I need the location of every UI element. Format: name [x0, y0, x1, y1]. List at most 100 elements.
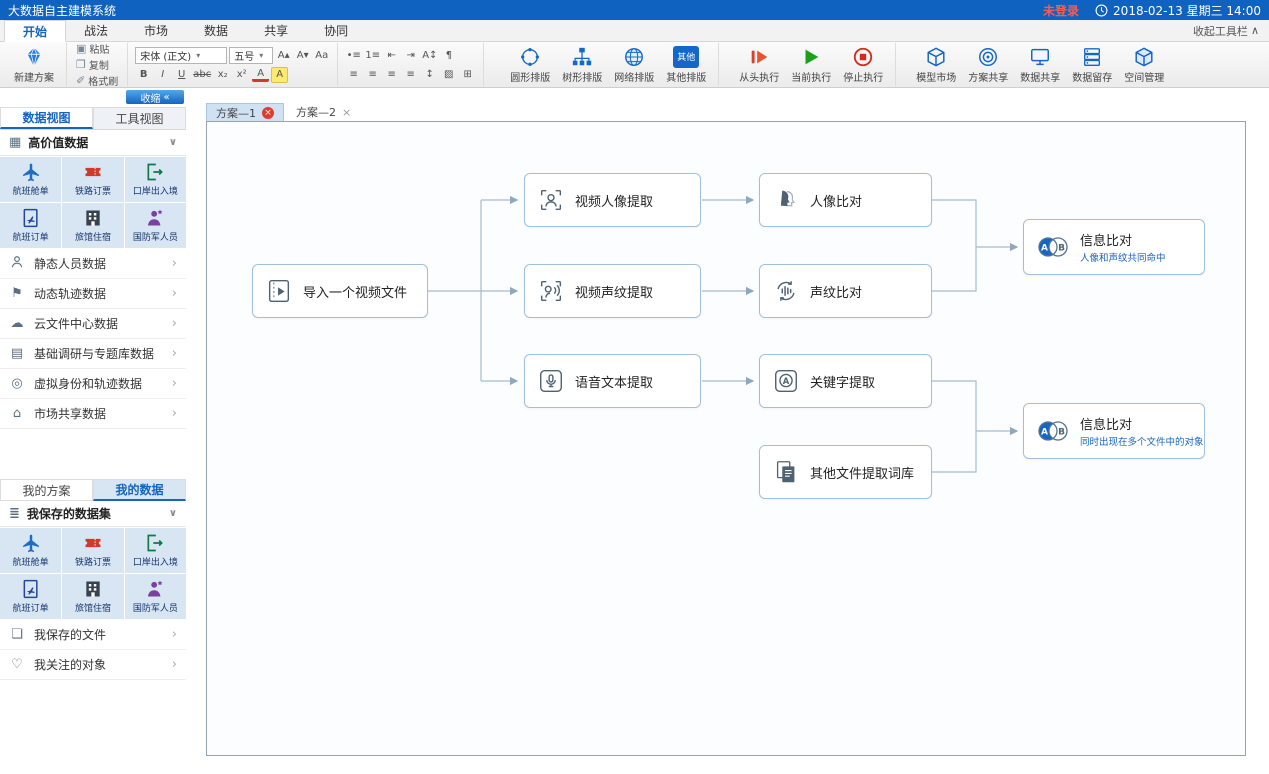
- flow-node-face-extract[interactable]: 视频人像提取: [524, 173, 701, 227]
- highlight-button[interactable]: A: [271, 66, 289, 83]
- flow-node-speech-text-extract[interactable]: 语音文本提取: [524, 354, 701, 408]
- category-market-shared[interactable]: ⌂ 市场共享数据 ›: [0, 399, 186, 429]
- tab-tool-view[interactable]: 工具视图: [93, 107, 186, 129]
- bold-button[interactable]: B: [139, 69, 148, 80]
- subscript-button[interactable]: x₂: [217, 69, 228, 80]
- change-case-button[interactable]: Aa: [315, 49, 329, 61]
- strikethrough-button[interactable]: abc: [193, 69, 212, 80]
- stop-execution-button[interactable]: 停止执行: [838, 44, 888, 86]
- paste-button[interactable]: ▣粘贴: [76, 42, 110, 56]
- plan-share-button[interactable]: 方案共享: [963, 44, 1013, 86]
- category-cloud-file-center[interactable]: ☁ 云文件中心数据 ›: [0, 309, 186, 339]
- close-tab-icon[interactable]: ×: [342, 105, 352, 119]
- flow-node-other-files-lexicon[interactable]: 其他文件提取词库: [759, 445, 932, 499]
- align-center-button[interactable]: ≡: [368, 68, 377, 80]
- decrease-font-button[interactable]: A▾: [296, 49, 309, 61]
- my-saved-files[interactable]: ❏ 我保存的文件 ›: [0, 620, 186, 650]
- collapse-toolbar-button[interactable]: 收起工具栏∧: [1192, 24, 1259, 38]
- category-virtual-identity[interactable]: ◎ 虚拟身份和轨迹数据 ›: [0, 369, 186, 399]
- tab-data-view[interactable]: 数据视图: [0, 107, 93, 129]
- font-size-select[interactable]: 五号▾: [229, 46, 274, 64]
- data-retention-button[interactable]: 数据留存: [1067, 44, 1117, 86]
- align-right-button[interactable]: ≡: [387, 68, 396, 80]
- flow-node-label: 视频人像提取: [575, 194, 654, 210]
- flow-node-voiceprint-extract[interactable]: 视频声纹提取: [524, 264, 701, 318]
- dataset-flight-manifest[interactable]: 航班舱单: [0, 528, 62, 573]
- run-from-start-button[interactable]: 从头执行: [734, 44, 784, 86]
- dataset-military-personnel[interactable]: 国防军人员: [124, 203, 186, 248]
- network-layout-button[interactable]: 网络排版: [609, 44, 659, 86]
- flow-connectors: [428, 195, 1019, 473]
- dataset-border-entry-exit[interactable]: 口岸出入境: [124, 157, 186, 202]
- dataset-flight-order[interactable]: 航班订单: [0, 574, 62, 619]
- tab-data[interactable]: 数据: [204, 24, 229, 38]
- run-current-button[interactable]: 当前执行: [786, 44, 836, 86]
- align-left-button[interactable]: ≡: [349, 68, 358, 80]
- canvas[interactable]: 导入一个视频文件 视频人像提取 视频声纹提取 语音文本提取 人像比对: [206, 121, 1246, 756]
- section-high-value-data[interactable]: ▦ 高价值数据 ∨: [0, 130, 186, 156]
- pilcrow-button[interactable]: ¶: [445, 49, 453, 61]
- category-static-personnel[interactable]: 静态人员数据 ›: [0, 249, 186, 279]
- font-color-button[interactable]: A: [252, 68, 270, 82]
- sidebar-collapse-button[interactable]: 收缩«: [126, 90, 184, 105]
- tab-my-plans[interactable]: 我的方案: [0, 479, 93, 501]
- flow-node-face-compare[interactable]: 人像比对: [759, 173, 932, 227]
- dataset-hotel-stay[interactable]: 旅馆住宿: [62, 574, 124, 619]
- other-layout-button[interactable]: 其他 其他排版: [661, 44, 711, 86]
- tree-layout-button[interactable]: 树形排版: [557, 44, 607, 86]
- tab-my-data[interactable]: 我的数据: [93, 479, 186, 501]
- dataset-border-entry-exit[interactable]: 口岸出入境: [124, 528, 186, 573]
- dataset-flight-order[interactable]: 航班订单: [0, 203, 62, 248]
- format-painter-button[interactable]: ✐格式刷: [76, 74, 119, 88]
- borders-button[interactable]: ⊞: [463, 68, 472, 80]
- superscript-button[interactable]: x²: [236, 69, 247, 80]
- outdent-button[interactable]: ⇤: [387, 49, 396, 61]
- sort-button[interactable]: A↕: [422, 49, 438, 61]
- font-family-select[interactable]: 宋体 (正文)▾: [135, 46, 228, 64]
- italic-button[interactable]: I: [161, 69, 165, 80]
- increase-font-button[interactable]: A▴: [277, 49, 290, 61]
- category-research-thematic[interactable]: ▤ 基础调研与专题库数据 ›: [0, 339, 186, 369]
- data-share-button[interactable]: 数据共享: [1015, 44, 1065, 86]
- line-spacing-button[interactable]: ↕: [425, 68, 434, 80]
- flow-node-subtitle: 同时出现在多个文件中的对象: [1080, 437, 1204, 448]
- tab-collab[interactable]: 协同: [324, 24, 349, 38]
- space-manage-button[interactable]: 空间管理: [1119, 44, 1169, 86]
- close-tab-icon[interactable]: ×: [262, 106, 274, 119]
- copy-icon: ❐: [76, 58, 86, 71]
- numbered-list-button[interactable]: 1≡: [365, 49, 381, 61]
- login-status-button[interactable]: 未登录: [1043, 3, 1080, 18]
- category-dynamic-trajectory[interactable]: ⚑ 动态轨迹数据 ›: [0, 279, 186, 309]
- flow-node-keyword-extract[interactable]: A 关键字提取: [759, 354, 932, 408]
- plan-tab-1[interactable]: 方案—1 ×: [206, 103, 284, 121]
- dataset-rail-ticket[interactable]: 铁路订票: [62, 157, 124, 202]
- soldier-icon: [148, 580, 163, 597]
- tab-start[interactable]: 开始: [4, 20, 67, 42]
- bullet-list-button[interactable]: •≡: [346, 49, 361, 61]
- dataset-military-personnel[interactable]: 国防军人员: [124, 574, 186, 619]
- shading-button[interactable]: ▨: [443, 68, 454, 80]
- dataset-hotel-stay[interactable]: 旅馆住宿: [62, 203, 124, 248]
- section-saved-datasets[interactable]: ≣ 我保存的数据集 ∨: [0, 501, 186, 527]
- circle-layout-button[interactable]: 圆形排版: [505, 44, 555, 86]
- plan-tab-2[interactable]: 方案—2 ×: [296, 105, 352, 120]
- hotel-building-icon: [86, 581, 100, 597]
- flow-node-import-video[interactable]: 导入一个视频文件: [252, 264, 428, 318]
- my-followed-objects[interactable]: ♡ 我关注的对象 ›: [0, 650, 186, 680]
- copy-button[interactable]: ❐复制: [76, 58, 109, 72]
- justify-button[interactable]: ≡: [406, 68, 415, 80]
- model-market-button[interactable]: 模型市场: [911, 44, 961, 86]
- tab-tactics[interactable]: 战法: [84, 24, 109, 38]
- underline-button[interactable]: U: [178, 69, 186, 80]
- indent-button[interactable]: ⇥: [406, 49, 415, 61]
- dataset-rail-ticket[interactable]: 铁路订票: [62, 528, 124, 573]
- dataset-flight-manifest[interactable]: 航班舱单: [0, 157, 62, 202]
- double-left-arrow-icon: «: [163, 91, 170, 103]
- new-plan-button[interactable]: 新建方案: [9, 44, 59, 86]
- tab-market[interactable]: 市场: [144, 24, 169, 38]
- flow-node-voiceprint-compare[interactable]: 声纹比对: [759, 264, 932, 318]
- run-from-start-icon: [748, 45, 770, 68]
- tab-share[interactable]: 共享: [264, 24, 289, 38]
